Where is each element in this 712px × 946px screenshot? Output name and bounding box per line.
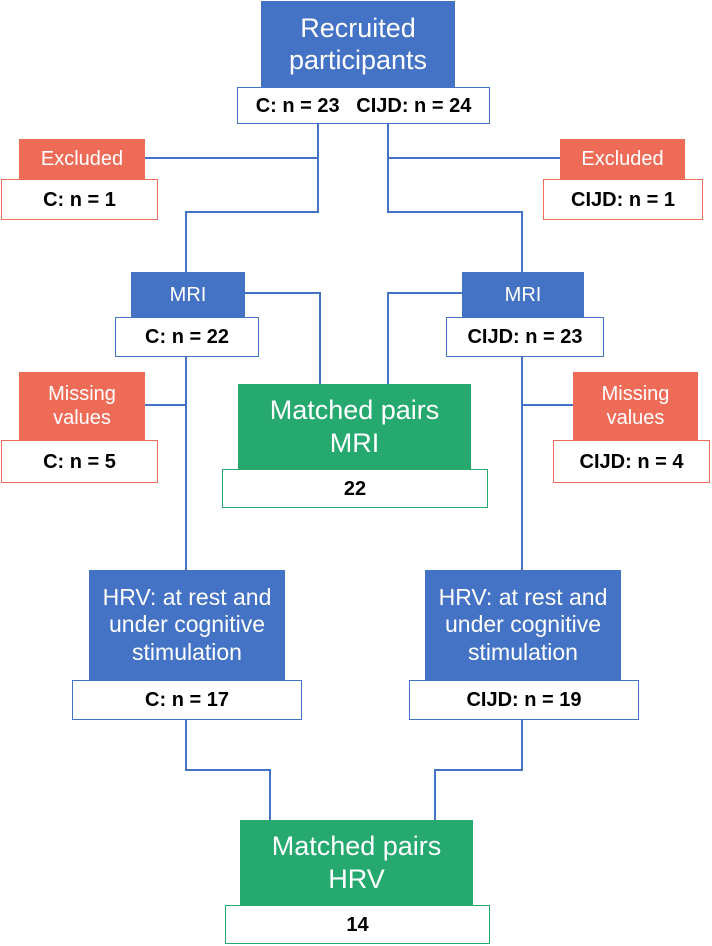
- hrv-right-box: HRV: at rest and under cognitive stimula…: [425, 570, 621, 680]
- mri-right-label: MRI: [462, 272, 584, 317]
- matched-pairs-mri-box: Matched pairs MRI: [238, 384, 471, 469]
- missing-right-count: CIJD: n = 4: [553, 440, 710, 483]
- connector-recruited-right: [387, 123, 523, 272]
- mri-left-count: C: n = 22: [115, 317, 259, 357]
- connector-mri-right-matched: [387, 292, 462, 384]
- connector-hrv-right-matched: [434, 720, 523, 820]
- excluded-right-label: Excluded: [560, 139, 685, 179]
- matched-pairs-hrv-box: Matched pairs HRV: [240, 820, 473, 905]
- hrv-left-count: C: n = 17: [72, 680, 302, 720]
- hrv-left-box: HRV: at rest and under cognitive stimula…: [89, 570, 285, 680]
- excluded-right-count: CIJD: n = 1: [543, 179, 703, 220]
- recruited-counts: C: n = 23 CIJD: n = 24: [237, 87, 490, 124]
- missing-left-count: C: n = 5: [1, 440, 158, 483]
- matched-pairs-hrv-count: 14: [225, 905, 490, 944]
- mri-left-label: MRI: [131, 272, 245, 317]
- connector-mri-left-matched: [245, 292, 321, 384]
- connector-hrv-left-matched: [185, 720, 271, 820]
- hrv-right-count: CIJD: n = 19: [409, 680, 639, 720]
- excluded-left-count: C: n = 1: [1, 179, 158, 220]
- excluded-left-label: Excluded: [19, 139, 145, 179]
- missing-left-label: Missing values: [19, 372, 145, 440]
- recruited-participants-box: Recruited participants: [261, 1, 455, 87]
- connector-recruited-left: [185, 123, 319, 272]
- matched-pairs-mri-count: 22: [222, 469, 488, 508]
- mri-right-count: CIJD: n = 23: [446, 317, 604, 357]
- missing-right-label: Missing values: [573, 372, 698, 440]
